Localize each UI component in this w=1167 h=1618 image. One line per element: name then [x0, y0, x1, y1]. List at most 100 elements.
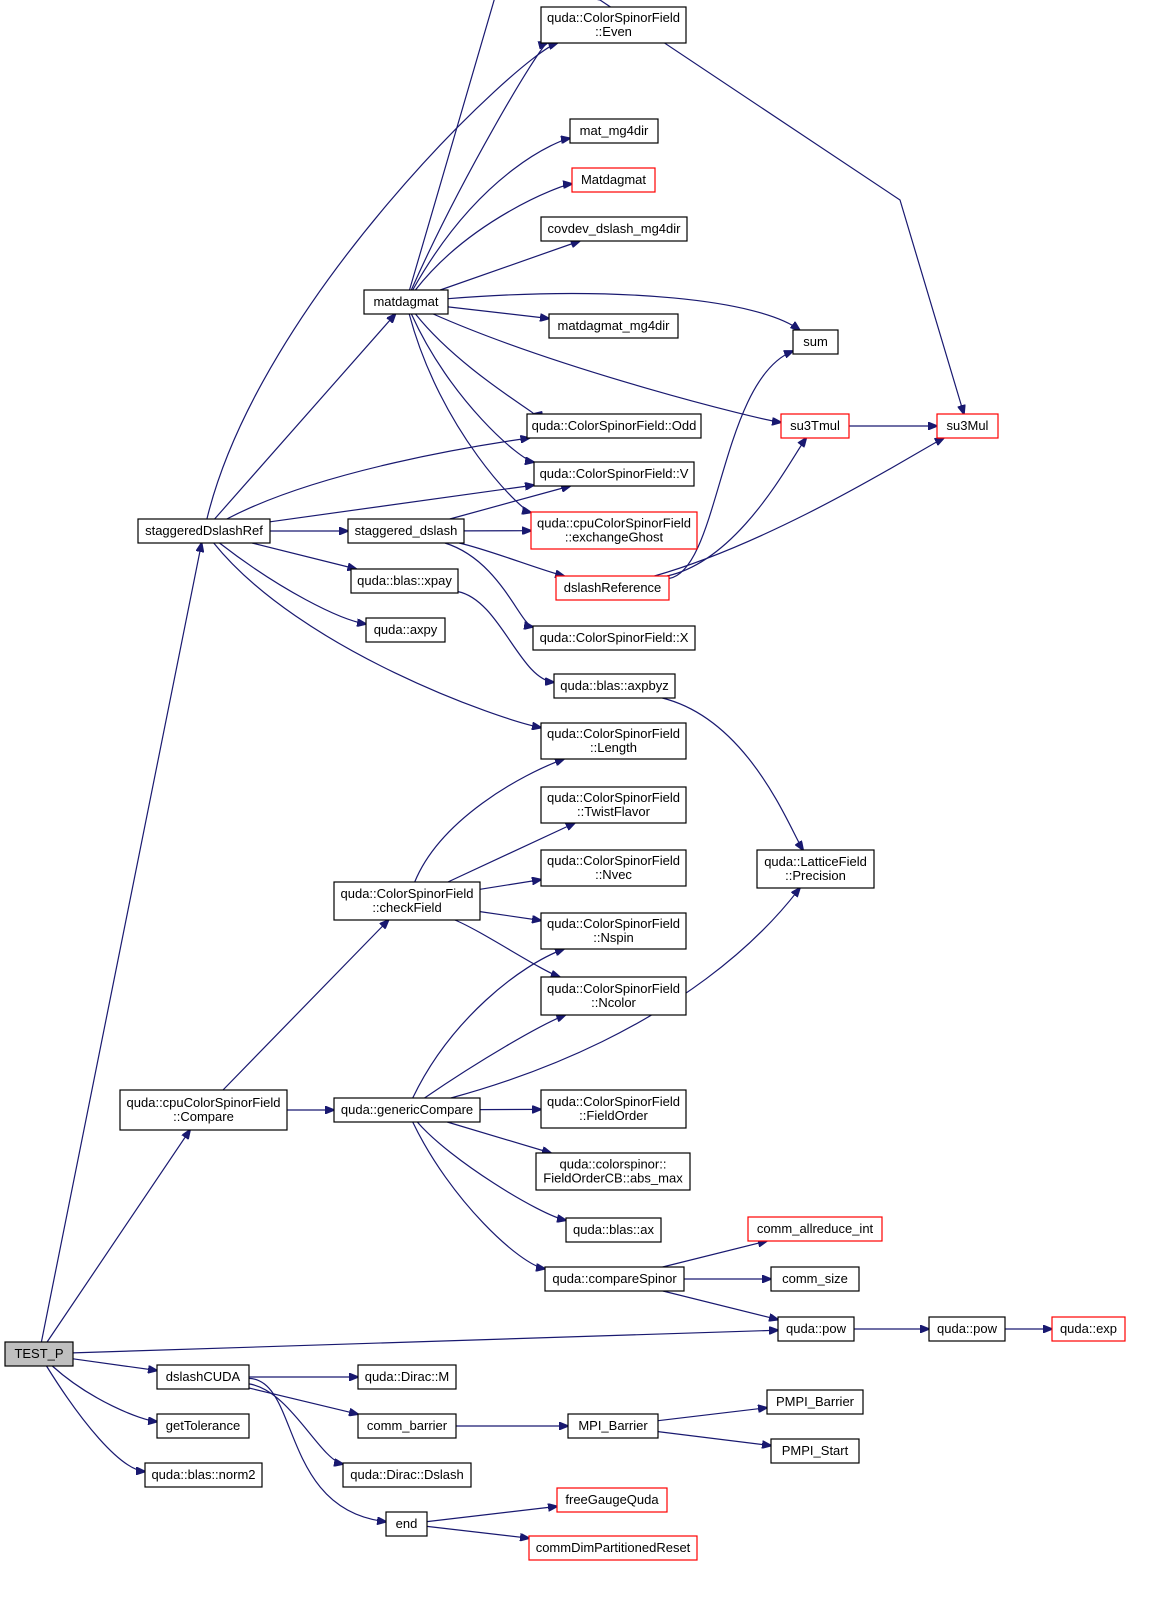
edge-end-to-freegauge	[426, 1506, 557, 1523]
node-label: su3Tmul	[790, 418, 840, 433]
node-sdr[interactable]: staggeredDslashRef	[137, 518, 271, 544]
edge-matdagmat-to-exg	[408, 313, 531, 512]
node-covdev[interactable]: covdev_dslash_mg4dir	[540, 216, 688, 242]
node-label: freeGaugeQuda	[565, 1492, 659, 1507]
node-label: quda::cpuColorSpinorField	[537, 516, 691, 531]
node-fieldorder[interactable]: quda::ColorSpinorField::FieldOrder	[540, 1089, 687, 1129]
node-matdagmat[interactable]: matdagmat	[363, 289, 449, 315]
node-norm2[interactable]: quda::blas::norm2	[144, 1462, 263, 1488]
node-comm_barrier[interactable]: comm_barrier	[357, 1413, 457, 1439]
node-label: quda::pow	[937, 1321, 998, 1336]
node-freegauge[interactable]: freeGaugeQuda	[556, 1487, 668, 1513]
node-label: quda::ColorSpinorField	[547, 981, 680, 996]
node-pmpi_start[interactable]: PMPI_Start	[770, 1438, 860, 1464]
node-label: ::exchangeGhost	[565, 530, 664, 545]
node-label: sum	[803, 334, 828, 349]
node-label: PMPI_Barrier	[776, 1394, 855, 1409]
node-label: commDimPartitionedReset	[536, 1540, 691, 1555]
node-label: getTolerance	[166, 1418, 240, 1433]
node-label: covdev_dslash_mg4dir	[548, 221, 682, 236]
node-su3mul[interactable]: su3Mul	[936, 413, 999, 439]
edge-matdagmat-to-su3mul	[408, 0, 964, 414]
edge-end-to-commdim	[426, 1525, 529, 1538]
node-mpi_barrier[interactable]: MPI_Barrier	[567, 1413, 659, 1439]
edge-compare-to-checkfield	[222, 920, 389, 1091]
node-axpy[interactable]: quda::axpy	[365, 617, 446, 643]
node-absmax[interactable]: quda::colorspinor::FieldOrderCB::abs_max	[535, 1152, 691, 1191]
edge-dslashcuda-to-end	[248, 1377, 386, 1521]
node-label: quda::blas::ax	[573, 1222, 654, 1237]
edge-axpbyz-to-precision	[662, 697, 803, 850]
node-label: quda::Dirac::Dslash	[350, 1467, 463, 1482]
node-nspin[interactable]: quda::ColorSpinorField::Nspin	[540, 912, 687, 950]
node-length[interactable]: quda::ColorSpinorField::Length	[540, 722, 687, 760]
node-even[interactable]: quda::ColorSpinorField::Even	[540, 6, 687, 44]
node-end[interactable]: end	[385, 1511, 428, 1537]
node-commdim[interactable]: commDimPartitionedReset	[528, 1535, 698, 1561]
edge-sdr-to-xpay	[251, 542, 356, 569]
edge-cmpspinor-to-pow1	[662, 1290, 778, 1320]
node-ax[interactable]: quda::blas::ax	[565, 1217, 662, 1243]
node-label: quda::LatticeField	[764, 854, 867, 869]
node-pow1[interactable]: quda::pow	[777, 1316, 855, 1342]
node-v[interactable]: quda::ColorSpinorField::V	[533, 461, 695, 487]
edge-sd-to-v	[449, 486, 570, 520]
node-nvec[interactable]: quda::ColorSpinorField::Nvec	[540, 849, 687, 887]
edge-test_p-to-dslashcuda	[72, 1358, 157, 1371]
node-gettol[interactable]: getTolerance	[156, 1413, 250, 1439]
node-gencmp[interactable]: quda::genericCompare	[333, 1097, 481, 1123]
node-compare[interactable]: quda::cpuColorSpinorField::Compare	[119, 1089, 288, 1131]
edge-test_p-to-sdr	[40, 543, 201, 1343]
node-label: quda::ColorSpinorField::X	[540, 630, 689, 645]
node-dslashcuda[interactable]: dslashCUDA	[156, 1364, 250, 1390]
node-label: quda::ColorSpinorField	[547, 790, 680, 805]
node-label: ::Precision	[785, 868, 846, 883]
node-label: quda::ColorSpinorField	[547, 1094, 680, 1109]
edge-test_p-to-pow1	[72, 1330, 778, 1354]
node-label: comm_size	[782, 1271, 848, 1286]
node-exg[interactable]: quda::cpuColorSpinorField::exchangeGhost	[530, 511, 698, 550]
node-label: TEST_P	[14, 1346, 63, 1361]
node-test_p[interactable]: TEST_P	[4, 1341, 74, 1367]
node-axpbyz[interactable]: quda::blas::axpbyz	[553, 673, 676, 699]
node-Matdagmat[interactable]: Matdagmat	[571, 167, 656, 193]
node-dslashref[interactable]: dslashReference	[555, 575, 670, 601]
node-label: comm_barrier	[367, 1418, 448, 1433]
edge-dslashref-to-sum	[668, 351, 793, 580]
node-mat_mg4dir[interactable]: mat_mg4dir	[569, 118, 659, 144]
node-odd[interactable]: quda::ColorSpinorField::Odd	[526, 413, 702, 439]
node-matdagmat_mg4dir[interactable]: matdagmat_mg4dir	[548, 313, 679, 339]
node-xpay[interactable]: quda::blas::xpay	[350, 568, 459, 594]
node-pow2[interactable]: quda::pow	[928, 1316, 1006, 1342]
node-label: PMPI_Start	[782, 1443, 849, 1458]
node-pmpi_barrier[interactable]: PMPI_Barrier	[766, 1389, 864, 1415]
node-label: mat_mg4dir	[580, 123, 649, 138]
node-twist[interactable]: quda::ColorSpinorField::TwistFlavor	[540, 786, 687, 824]
node-label: quda::axpy	[374, 622, 438, 637]
node-precision[interactable]: quda::LatticeField::Precision	[756, 849, 875, 889]
edge-gencmp-to-nspin	[412, 949, 564, 1099]
node-label: quda::ColorSpinorField	[341, 886, 474, 901]
node-comm_allreduce[interactable]: comm_allreduce_int	[747, 1216, 883, 1242]
node-diracdslash[interactable]: quda::Dirac::Dslash	[342, 1462, 472, 1488]
node-cmpspinor[interactable]: quda::compareSpinor	[544, 1266, 685, 1292]
node-checkfield[interactable]: quda::ColorSpinorField::checkField	[333, 881, 481, 921]
node-sum[interactable]: sum	[792, 329, 839, 355]
node-label: quda::ColorSpinorField	[547, 853, 680, 868]
edge-matdagmat-to-sum	[447, 292, 800, 330]
node-exp[interactable]: quda::exp	[1051, 1316, 1126, 1342]
edge-sdr-to-even	[206, 43, 558, 520]
edge-sdr-to-length	[213, 542, 541, 728]
edge-sdr-to-v	[269, 485, 534, 523]
edge-gencmp-to-precision	[450, 888, 800, 1099]
edge-test_p-to-gettol	[51, 1365, 157, 1422]
node-x[interactable]: quda::ColorSpinorField::X	[532, 625, 696, 651]
node-su3tmul[interactable]: su3Tmul	[780, 413, 850, 439]
edge-sdr-to-matdagmat	[214, 314, 396, 520]
node-diracm[interactable]: quda::Dirac::M	[357, 1364, 457, 1390]
node-comm_size[interactable]: comm_size	[770, 1266, 860, 1292]
node-sd[interactable]: staggered_dslash	[347, 518, 465, 544]
node-label: quda::colorspinor::	[560, 1157, 667, 1172]
node-ncolor[interactable]: quda::ColorSpinorField::Ncolor	[540, 976, 687, 1016]
